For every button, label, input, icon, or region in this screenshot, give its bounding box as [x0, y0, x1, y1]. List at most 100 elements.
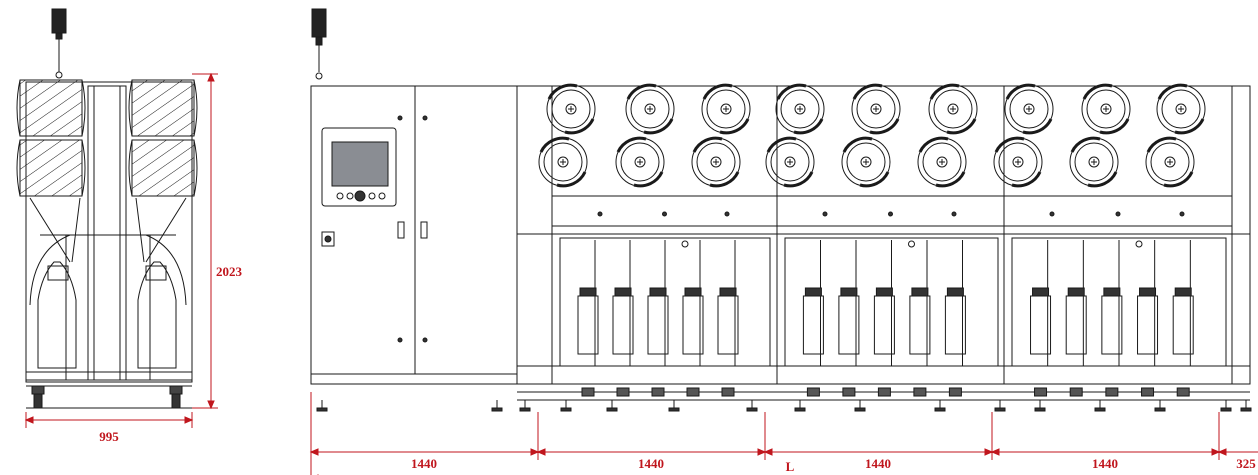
bobbin-hub — [1088, 156, 1100, 168]
foot-pad — [560, 407, 572, 412]
bobbin-hub — [1175, 103, 1187, 115]
bobbin-hub — [860, 156, 872, 168]
end-segment-label: 325 — [1236, 456, 1256, 471]
side-view-dimensions — [24, 72, 218, 428]
shelf-bolt — [662, 211, 667, 217]
spindle-head — [804, 287, 822, 297]
spindle-head — [946, 287, 964, 297]
spindle-head — [911, 287, 929, 297]
spindle-package — [944, 295, 966, 355]
creel-shelf — [551, 195, 778, 227]
signal-tower-icon — [51, 8, 67, 79]
machine-details — [316, 83, 1252, 412]
side-width-label: 995 — [99, 429, 119, 444]
spindle-package — [577, 295, 599, 355]
yarn-guide — [908, 240, 915, 248]
spindle-package — [838, 295, 860, 355]
bobbin-flange — [918, 136, 949, 153]
bobbin-flange — [539, 136, 570, 153]
bobbin-flange — [1022, 118, 1053, 135]
shelf-bolt — [888, 211, 893, 217]
shelf-bolt — [597, 211, 603, 217]
bobbin-hub — [720, 103, 732, 115]
bobbin-flange — [1163, 171, 1194, 188]
foot-pad — [1154, 407, 1166, 412]
spindle-drive — [1069, 387, 1083, 397]
bobbin-hub — [936, 156, 948, 168]
foot-pad — [934, 407, 946, 412]
segment-2-label: 1440 — [638, 456, 664, 471]
control-cabinet — [310, 85, 518, 385]
bobbin-flange — [994, 136, 1025, 153]
bobbin-flange — [702, 83, 733, 100]
bobbin-flange — [1082, 83, 1113, 100]
spindle-head — [1103, 287, 1121, 297]
bobbin-flange — [616, 136, 647, 153]
spindle-drive — [913, 387, 927, 397]
shelf-bolt — [724, 211, 730, 217]
creel-shelf — [1003, 195, 1233, 227]
bobbin-ring — [856, 89, 896, 129]
bobbin-ring — [1161, 89, 1201, 129]
bobbin-hub — [794, 103, 806, 115]
bobbin-ring — [1150, 142, 1190, 182]
foot-pad — [1240, 407, 1252, 412]
touch-screen-icon — [331, 141, 389, 187]
spindle-head — [684, 287, 702, 297]
segment-1-label: 1440 — [411, 456, 437, 471]
spindle-package — [1030, 295, 1052, 355]
bobbin-hub — [710, 156, 722, 168]
bobbin-flange — [1011, 171, 1042, 188]
foot-pad — [994, 407, 1006, 412]
shelf-bolt — [951, 211, 957, 217]
bobbin-flange — [564, 118, 595, 135]
spindle-head — [840, 287, 858, 297]
shelf-bolt — [1179, 211, 1185, 217]
bobbin-flange — [692, 136, 723, 153]
bobbin-flange — [633, 171, 664, 188]
spindle-head — [614, 287, 632, 297]
signal-tower-icon — [311, 8, 327, 80]
spindle-drive — [1034, 387, 1048, 397]
bobbin-flange — [766, 136, 797, 153]
front-view-dimensions — [309, 392, 1258, 475]
spindle-head — [649, 287, 667, 297]
bobbin-ring — [933, 89, 973, 129]
spindle-drive — [581, 387, 595, 397]
spindle-package — [1137, 295, 1159, 355]
bobbin-flange — [556, 171, 587, 188]
foot-pad — [316, 407, 328, 412]
bobbin-ring — [770, 142, 810, 182]
bobbin-ring — [780, 89, 820, 129]
side-view — [16, 8, 198, 409]
bobbin-flange — [842, 136, 873, 153]
spindle-drive — [1176, 387, 1190, 397]
segment-3-label: 1440 — [865, 456, 891, 471]
bobbin-package-right-bottom — [128, 139, 198, 197]
bobbin-ring — [706, 89, 746, 129]
bobbin-ring — [696, 142, 736, 182]
bobbin-ring — [551, 89, 591, 129]
bobbin-ring — [1086, 89, 1126, 129]
spindle-drive — [1105, 387, 1119, 397]
spindle-package — [717, 295, 739, 355]
shelf-bolt — [822, 211, 828, 217]
bobbin-flange — [793, 118, 824, 135]
bobbin-flange — [783, 171, 814, 188]
bobbin-flange — [547, 83, 578, 100]
bobbin-hub — [644, 103, 656, 115]
spindle-head — [719, 287, 737, 297]
bobbin-hub — [557, 156, 569, 168]
spindle-head — [1174, 287, 1192, 297]
bobbin-flange — [709, 171, 740, 188]
spindle-drive — [806, 387, 820, 397]
bobbin-hub — [784, 156, 796, 168]
yarn-guide — [1135, 240, 1143, 248]
main-switch-icon — [321, 231, 335, 247]
bobbin-flange — [1087, 171, 1118, 188]
total-length-label: L — [786, 459, 795, 474]
bobbin-flange — [1070, 136, 1101, 153]
spindle-package — [909, 295, 931, 355]
bobbin-flange — [719, 118, 750, 135]
